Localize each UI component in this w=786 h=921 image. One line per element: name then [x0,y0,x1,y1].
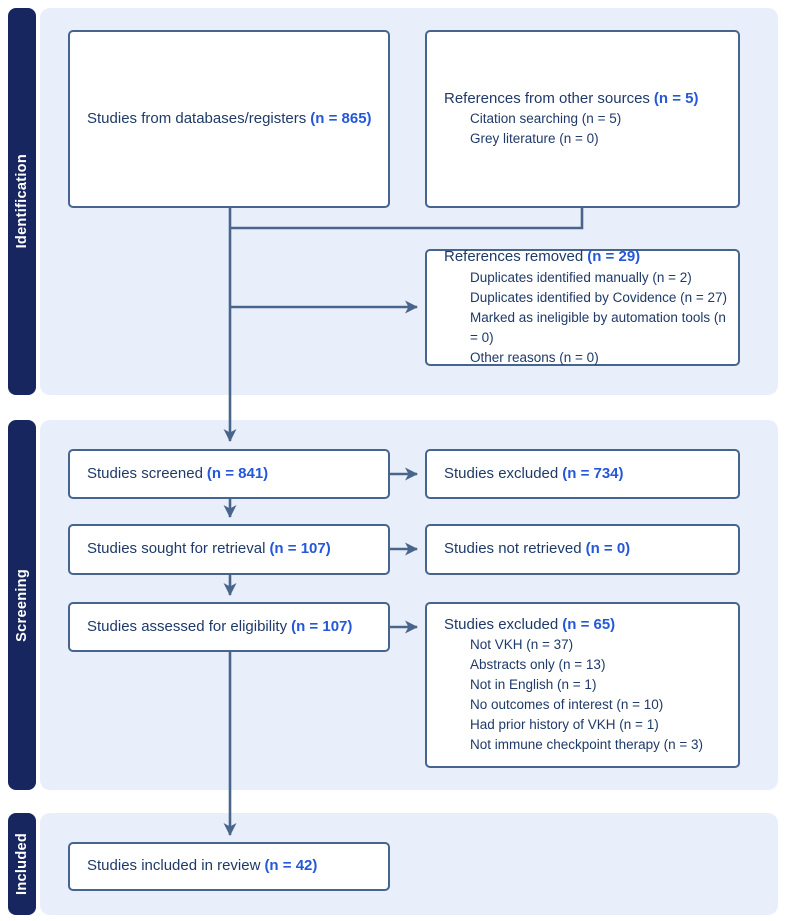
label: Studies included in review [87,857,261,875]
count: (n = 42) [264,857,318,875]
box-studies-assessed-text: Studies assessed for eligibility(n = 107… [87,617,378,637]
box-studies-excluded-screening-text: Studies excluded(n = 734) [444,464,728,484]
count: (n = 5) [653,89,699,107]
count: (n = 865) [310,109,372,127]
box-studies-excluded-screening: Studies excluded(n = 734) [425,449,740,499]
box-references-removed-text: References removed(n = 29) [444,247,728,267]
box-studies-not-retrieved: Studies not retrieved(n = 0) [425,524,740,575]
box-studies-screened: Studies screened(n = 841) [68,449,390,499]
label: Studies assessed for eligibility [87,617,288,635]
screening-section-label: Screening [14,568,30,642]
sub-item: Not immune checkpoint therapy (n = 3) [470,737,703,753]
box-studies-from-databases-text: Studies from databases/registers(n = 865… [87,109,378,129]
box-studies-not-retrieved-text: Studies not retrieved(n = 0) [444,539,728,559]
sub-item: Had prior history of VKH (n = 1) [470,717,659,733]
label: Studies from databases/registers [87,109,307,127]
sub-item: Citation searching (n = 5) [470,111,622,127]
label: Studies screened [87,464,203,482]
included-section-label: Included [14,832,30,895]
box-references-other-sources-text: References from other sources(n = 5) [444,89,728,109]
sub-item: No outcomes of interest (n = 10) [470,697,664,713]
identification-section-label-bar: Identification [8,8,36,395]
count: (n = 65) [562,615,616,633]
count: (n = 0) [585,540,631,558]
identification-section-label: Identification [14,154,30,249]
screening-section-label-bar: Screening [8,420,36,790]
box-references-other-sources: References from other sources(n = 5) Cit… [425,30,740,208]
box-studies-from-databases: Studies from databases/registers(n = 865… [68,30,390,208]
box-studies-screened-text: Studies screened(n = 841) [87,464,378,484]
label: References from other sources [444,89,650,107]
count: (n = 734) [562,464,624,482]
sub-item: Abstracts only (n = 13) [470,657,606,673]
box-studies-sought-text: Studies sought for retrieval(n = 107) [87,539,378,559]
count: (n = 107) [269,540,331,558]
label: Studies not retrieved [444,540,582,558]
box-studies-included-text: Studies included in review(n = 42) [87,856,378,876]
sub-item: Not in English (n = 1) [470,677,597,693]
sub-item: Not VKH (n = 37) [470,637,574,653]
box-studies-excluded-eligibility-text: Studies excluded(n = 65) [444,615,728,635]
sub-item: Duplicates identified by Covidence (n = … [470,289,728,305]
label: References removed [444,248,584,266]
sub-item: Marked as ineligible by automation tools… [470,309,726,345]
count: (n = 29) [587,248,641,266]
box-studies-sought: Studies sought for retrieval(n = 107) [68,524,390,575]
box-references-removed: References removed(n = 29) Duplicates id… [425,247,740,366]
count: (n = 107) [291,617,353,635]
sub-item: Grey literature (n = 0) [470,131,599,147]
sub-item: Other reasons (n = 0) [470,349,599,365]
box-studies-included: Studies included in review(n = 42) [68,842,390,891]
box-studies-excluded-eligibility: Studies excluded(n = 65) Not VKH (n = 37… [425,602,740,768]
count: (n = 841) [206,464,269,482]
included-section-label-bar: Included [8,813,36,915]
label: Studies excluded [444,615,559,633]
label: Studies sought for retrieval [87,540,266,558]
sub-item: Duplicates identified manually (n = 2) [470,269,692,285]
box-studies-assessed: Studies assessed for eligibility(n = 107… [68,602,390,652]
label: Studies excluded [444,464,559,482]
